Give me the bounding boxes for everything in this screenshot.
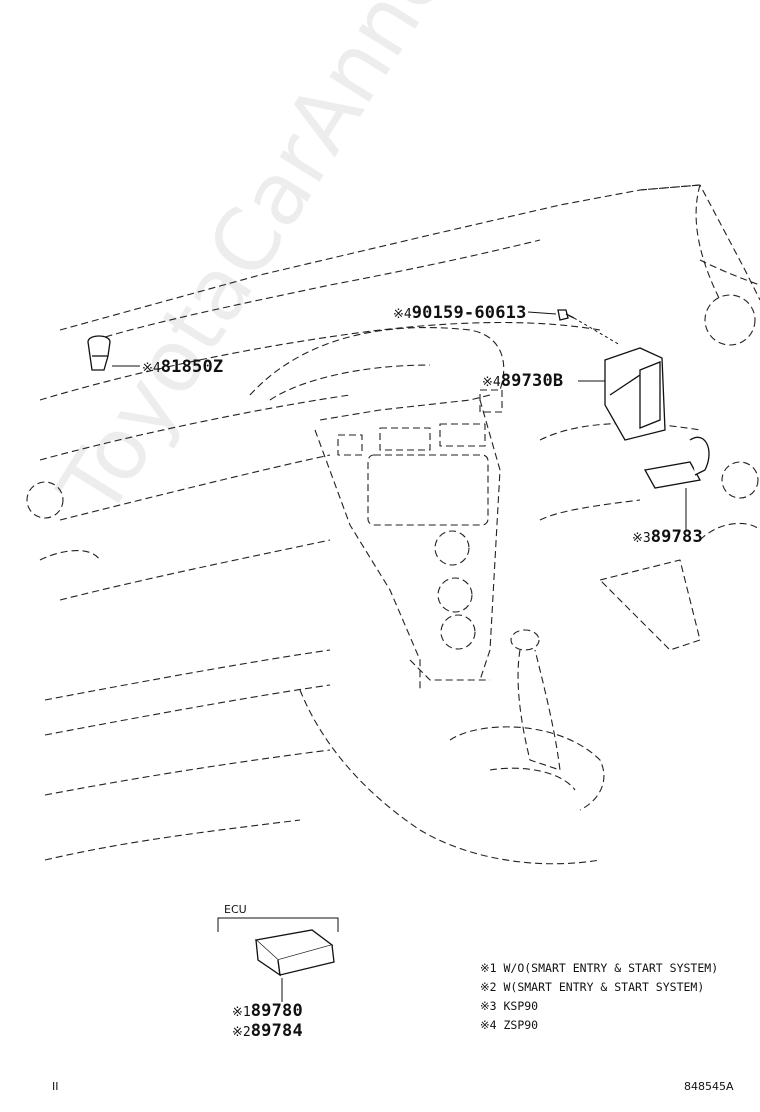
note-3: ※3 KSP90 [480,999,539,1013]
note-2: ※2 W(SMART ENTRY & START SYSTEM) [480,980,705,994]
callout-ecu-2: ※289784 [232,1021,303,1041]
callout-receiver: ※489730B [482,371,564,391]
callout-bolt: ※490159-60613 [393,303,527,323]
callout-key-sensor: ※389783 [632,527,703,547]
footer-left-mark: II [52,1080,59,1093]
note-1: ※1 W/O(SMART ENTRY & START SYSTEM) [480,961,719,975]
diagram-code: 848545A [684,1080,734,1093]
ecu-group-label: ECU [224,903,247,916]
callout-sensor: ※481850Z [142,357,224,377]
callout-ecu-1: ※189780 [232,1001,303,1021]
note-4: ※4 ZSP90 [480,1018,539,1032]
